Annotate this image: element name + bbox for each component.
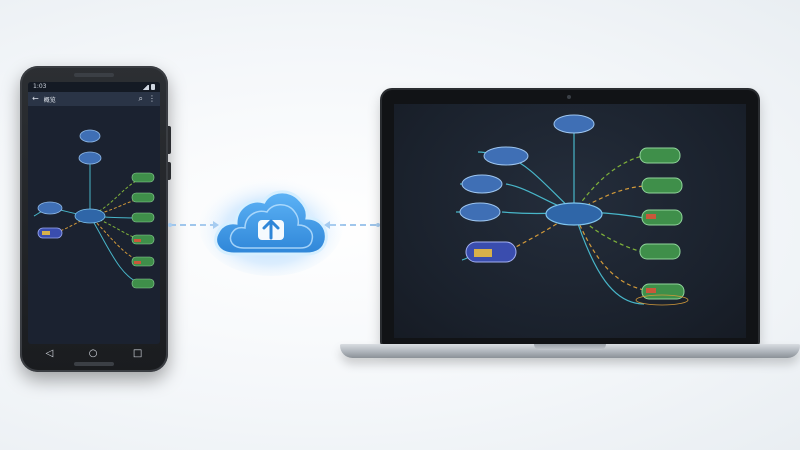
- laptop-base-notch: [534, 344, 606, 350]
- map-node[interactable]: [79, 129, 101, 143]
- phone-status-bar: 1:03: [28, 82, 160, 92]
- map-node[interactable]: [483, 146, 529, 166]
- battery-icon: [151, 84, 155, 90]
- map-leaf-node[interactable]: [641, 177, 683, 194]
- phone-volume-button: [168, 162, 171, 180]
- map-node[interactable]: [459, 202, 501, 222]
- app-bar-title: 概览: [43, 96, 56, 104]
- laptop-device: [382, 90, 758, 344]
- search-icon[interactable]: ⌕: [138, 94, 143, 103]
- map-node-badge: [474, 249, 492, 257]
- sync-connector-left: [170, 224, 216, 226]
- map-leaf-node[interactable]: [131, 192, 155, 203]
- map-leaf-node[interactable]: [639, 147, 681, 164]
- map-node-badge: [134, 261, 141, 264]
- phone-mind-map: [33, 129, 155, 289]
- nav-recents-icon[interactable]: □: [132, 347, 143, 359]
- phone-screen: 1:03 ← 概览 ⌕ ⋮: [28, 82, 160, 344]
- map-node[interactable]: [37, 201, 63, 215]
- connector-dot: [376, 223, 380, 227]
- map-node-badge: [42, 231, 50, 235]
- map-node[interactable]: [553, 114, 595, 134]
- map-node-badge: [646, 214, 656, 219]
- smartphone-device: 1:03 ← 概览 ⌕ ⋮: [20, 66, 171, 372]
- laptop-base: [340, 344, 800, 358]
- back-arrow-icon[interactable]: ←: [32, 94, 39, 103]
- laptop-camera: [567, 95, 571, 99]
- status-time: 1:03: [33, 83, 47, 90]
- map-leaf-node[interactable]: [131, 212, 155, 223]
- map-leaf-node[interactable]: [639, 243, 681, 260]
- map-node[interactable]: [78, 151, 102, 165]
- map-leaf-nodes: [635, 147, 689, 306]
- laptop-mind-map: [456, 114, 689, 306]
- phone-app-bar: ← 概览 ⌕ ⋮: [28, 92, 160, 106]
- more-vert-icon[interactable]: ⋮: [148, 94, 156, 103]
- cloud-upload-icon: [199, 176, 343, 276]
- signal-icon: [141, 84, 149, 90]
- nav-home-icon[interactable]: ○: [88, 347, 98, 359]
- phone-bottom-speaker: [74, 362, 114, 366]
- map-node-badge: [646, 288, 656, 293]
- laptop-screen: [394, 104, 746, 338]
- nav-back-icon[interactable]: ◁: [45, 347, 54, 359]
- map-node-ring: [635, 294, 689, 306]
- map-node[interactable]: [461, 174, 503, 194]
- phone-nav-bar: ◁ ○ □: [28, 344, 160, 362]
- map-link: [89, 215, 143, 285]
- map-leaf-node[interactable]: [131, 278, 155, 289]
- map-link: [573, 211, 645, 291]
- phone-power-button: [168, 126, 171, 154]
- cloud-sync: [196, 168, 346, 278]
- connector-dot: [168, 223, 172, 227]
- map-leaf-node[interactable]: [131, 172, 155, 183]
- map-leaf-node[interactable]: [641, 209, 683, 226]
- map-node-badge: [134, 239, 141, 242]
- sync-connector-right: [330, 224, 376, 226]
- phone-speaker: [74, 73, 114, 77]
- status-icons: [141, 84, 155, 90]
- map-root-node[interactable]: [545, 202, 603, 226]
- map-link: [573, 211, 645, 305]
- map-leaf-nodes: [131, 172, 155, 289]
- map-root-node[interactable]: [74, 208, 106, 224]
